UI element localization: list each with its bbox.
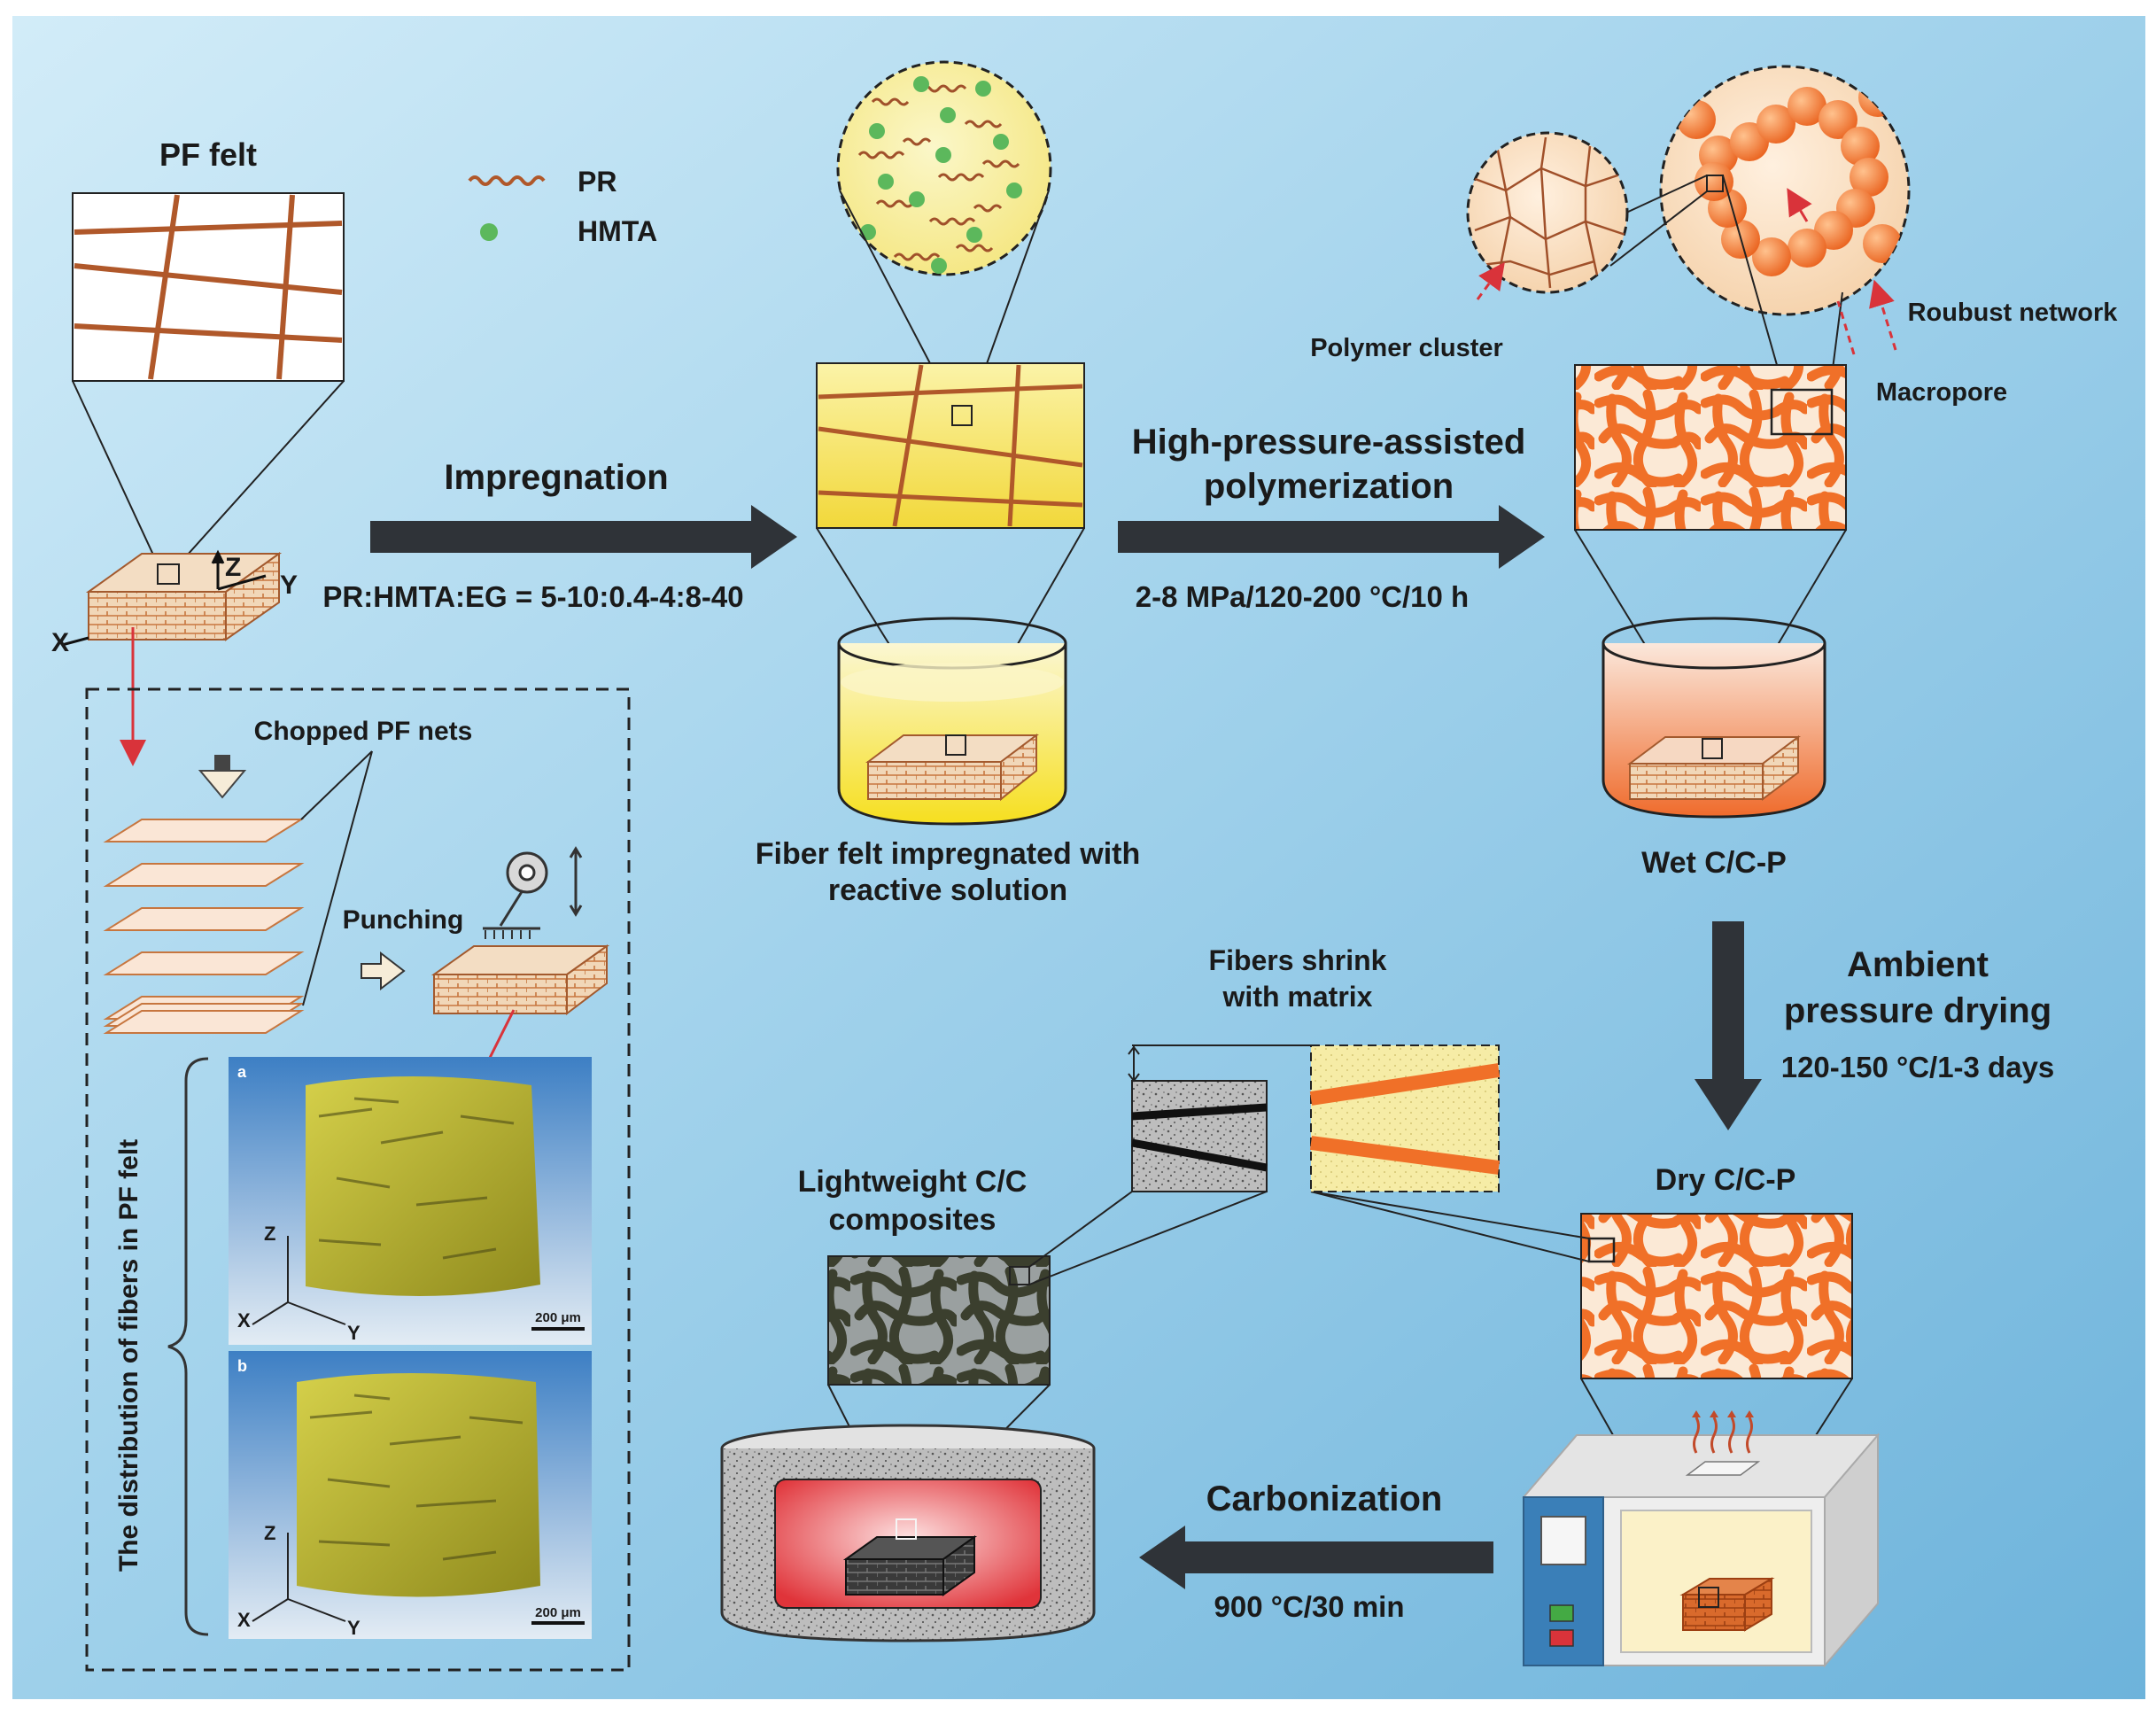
impregnation-arrow [370, 505, 797, 569]
fiber-felt-label-line1: Fiber felt impregnated with [756, 837, 1140, 871]
pf-felt-fiber-zoom [72, 192, 345, 382]
carbonization-conditions: 900 °C/30 min [1214, 1590, 1405, 1623]
felt-axis-x: X [51, 628, 69, 657]
pr-legend-label: PR [578, 166, 617, 198]
solution-molecular-zoom [836, 60, 1052, 276]
polymerization-arrow [1118, 505, 1545, 569]
fiber-felt-label-line2: reactive solution [828, 874, 1067, 907]
lightweight-label-line2: composites [829, 1203, 997, 1237]
hp-label-line1: High-pressure-assisted [1132, 423, 1526, 462]
drying-arrow [1695, 921, 1762, 1130]
wet-ccp-label: Wet C/C-P [1641, 846, 1787, 880]
robust-network-zoom [1659, 65, 1911, 316]
ct-b-scale: 200 μm [535, 1605, 581, 1620]
panel-b-label: b [237, 1357, 247, 1375]
carbon-network-zoom [827, 1255, 1051, 1386]
polymer-cluster-label: Polymer cluster [1310, 334, 1503, 362]
dry-ccp-label: Dry C/C-P [1656, 1163, 1796, 1197]
ct-a-scale: 200 μm [535, 1310, 581, 1325]
carbonization-arrow [1139, 1526, 1493, 1589]
felt-axis-y: Y [280, 571, 298, 600]
punching-arrow [361, 951, 406, 991]
polymer-cluster-zoom [1466, 131, 1629, 294]
pf-felt-label: PF felt [159, 136, 257, 173]
robust-network-label: Roubust network [1908, 299, 2119, 327]
ct-panel-b: b Z X Y 200 μm [229, 1351, 592, 1639]
hp-conditions: 2-8 MPa/120-200 °C/10 h [1136, 580, 1469, 613]
ct-a-axis-z: Z [264, 1223, 275, 1245]
impregnation-beaker [837, 617, 1067, 826]
drying-oven [1521, 1410, 1881, 1668]
hmta-legend-symbol [480, 223, 498, 241]
macropore-label: Macropore [1876, 378, 2007, 407]
shrunk-fiber-panel [1131, 1080, 1268, 1192]
distribution-label: The distribution of fibers in PF felt [114, 1139, 143, 1572]
felt-axes [61, 549, 267, 647]
ct-b-axis-x: X [237, 1609, 251, 1631]
lightweight-label-line1: Lightweight C/C [798, 1165, 1028, 1199]
panels-brace [167, 1057, 209, 1636]
fiber-distribution-inset [85, 687, 631, 1672]
apd-label-line2: pressure drying [1784, 991, 2051, 1030]
ct-b-axis-y: Y [347, 1617, 361, 1639]
wet-beaker [1601, 617, 1826, 819]
ct-a-axis-x: X [237, 1309, 251, 1332]
shrink-label-line2: with matrix [1222, 981, 1373, 1013]
apd-conditions: 120-150 °C/1-3 days [1781, 1051, 2055, 1083]
punching-label: Punching [343, 905, 464, 935]
hp-label-line2: polymerization [1204, 467, 1454, 506]
ct-b-axis-z: Z [264, 1522, 275, 1544]
stacking-arrow [198, 755, 247, 799]
impregnation-label: Impregnation [444, 458, 668, 497]
hmta-legend-label: HMTA [578, 215, 657, 247]
ct-a-axis-y: Y [347, 1322, 361, 1344]
punched-felt-block [430, 944, 610, 1016]
wet-network-zoom [1574, 364, 1847, 531]
carbonization-furnace [720, 1424, 1096, 1642]
chopped-nets-stack [103, 819, 305, 1034]
ratio-label: PR:HMTA:EG = 5-10:0.4-4:8-40 [322, 580, 743, 613]
original-fiber-panel [1309, 1044, 1501, 1192]
pf-felt-block [85, 552, 283, 641]
impregnated-felt-zoom [816, 362, 1085, 529]
pr-legend-symbol [468, 175, 546, 186]
legend: PR HMTA [468, 166, 657, 247]
felt-axis-z: Z [225, 553, 241, 582]
punching-machine [483, 846, 583, 939]
panel-a-label: a [237, 1063, 247, 1081]
ct-panel-a: a Z X Y 200 μm [229, 1057, 592, 1345]
dry-network-zoom [1580, 1213, 1853, 1379]
carbonization-label: Carbonization [1206, 1479, 1443, 1518]
shrink-label-line1: Fibers shrink [1209, 944, 1387, 976]
apd-label-line1: Ambient [1847, 945, 1989, 984]
chopped-nets-label: Chopped PF nets [254, 717, 473, 746]
